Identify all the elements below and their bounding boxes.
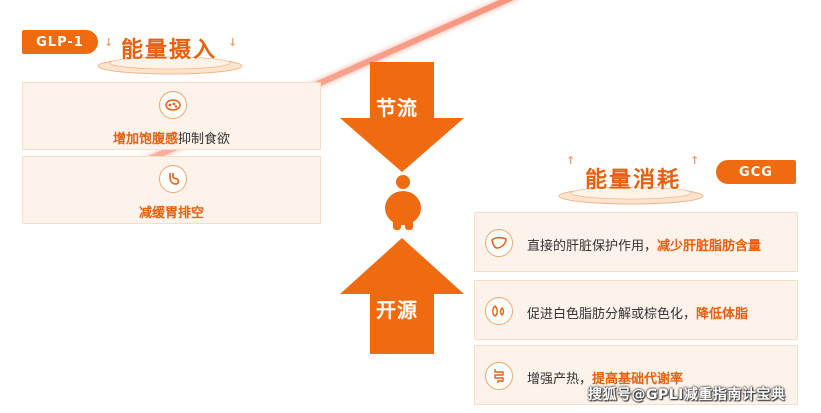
glp1-effect-gastric: 减缓胃排空 xyxy=(22,156,321,224)
down-arrow-icon: ↓ xyxy=(228,36,238,49)
glp1-effect-satiety: 增加饱腹感抑制食欲 xyxy=(22,82,321,150)
energy-expenditure-title: 能量消耗 xyxy=(585,168,682,193)
fat-text: 促进白色脂肪分解或棕色化， xyxy=(527,307,697,322)
left-title-podium xyxy=(97,56,243,75)
gcg-effect-liver: 直接的肝脏保护作用，减少肝脏脂肪含量 xyxy=(474,212,798,272)
person-icon xyxy=(385,175,421,230)
down-arrow-throttle xyxy=(340,62,464,172)
metabolism-highlight: 提高基础代谢率 xyxy=(592,372,684,387)
right-title-podium xyxy=(558,186,704,205)
up-arrow-icon: ↑ xyxy=(690,154,700,167)
watermark: 搜狐号@GPLI减重指南计宝典 xyxy=(588,387,786,403)
liver-text: 直接的肝脏保护作用， xyxy=(527,239,658,254)
stomach-icon xyxy=(159,165,187,193)
fat-cell-icon xyxy=(485,297,513,325)
appetite-text: 抑制食欲 xyxy=(178,132,231,147)
glp1-tag: GLP-1 xyxy=(22,30,98,54)
gcg-tag: GCG xyxy=(716,160,796,184)
stomach-full-icon xyxy=(159,91,187,119)
gcg-effect-thermogenesis: 增强产热，提高基础代谢率 xyxy=(474,345,798,405)
gastric-emptying-highlight: 减缓胃排空 xyxy=(138,206,204,221)
thermogenesis-text: 增强产热， xyxy=(527,372,593,387)
satiety-highlight: 增加饱腹感 xyxy=(112,132,178,147)
up-arrow-icon: ↑ xyxy=(566,154,576,167)
throttle-label: 节流 xyxy=(376,96,418,120)
intestine-icon xyxy=(485,362,513,390)
down-arrow-icon: ↓ xyxy=(104,36,114,49)
liver-icon xyxy=(485,229,513,257)
up-arrow-open-source xyxy=(340,238,464,354)
open-source-label: 开源 xyxy=(376,298,418,322)
fat-highlight: 降低体脂 xyxy=(696,307,749,322)
liver-highlight: 减少肝脏脂肪含量 xyxy=(657,239,762,254)
energy-intake-title: 能量摄入 xyxy=(121,38,218,63)
gcg-effect-fat: 促进白色脂肪分解或棕色化，降低体脂 xyxy=(474,280,798,340)
